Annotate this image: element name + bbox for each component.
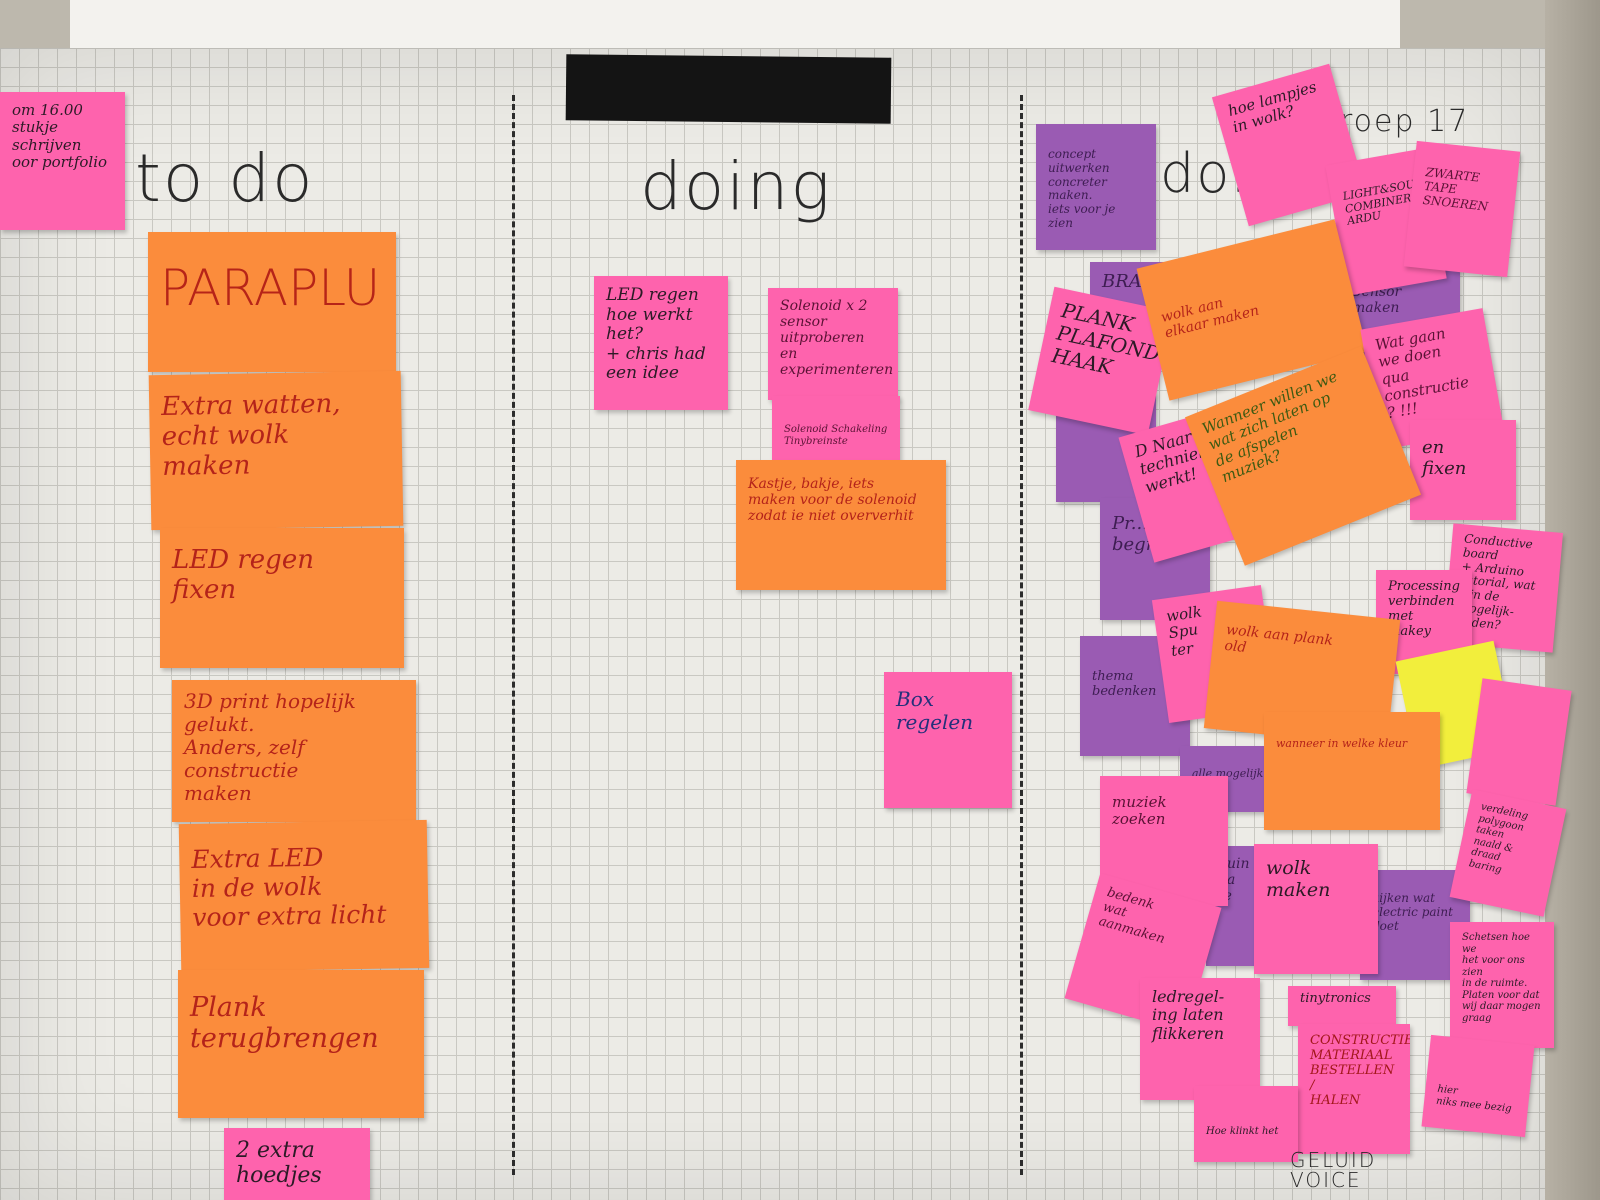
note-plank-terugbrengen: Plank terugbrengen — [178, 970, 424, 1118]
column-heading-todo: to do — [135, 140, 315, 217]
note-3d-print: 3D print hopelijk gelukt. Anders, zelf c… — [172, 680, 416, 822]
note-bottom-small: hier niks mee bezig — [1421, 1034, 1535, 1138]
note-fixen: en fixen — [1410, 420, 1516, 520]
note-solenoid: Solenoid x 2 sensor uitproberen en exper… — [768, 288, 898, 400]
note-extra-led: Extra LED in de wolk voor extra licht — [178, 819, 430, 973]
group-label: roep 17 — [1340, 104, 1470, 139]
column-divider-1 — [512, 95, 515, 1175]
note-zwarte-tape: ZWARTE TAPE SNOEREN — [1403, 140, 1521, 278]
note-box-regelen: Box regelen — [884, 672, 1012, 808]
black-tape — [565, 54, 892, 124]
note-hoe-klinkt: Hoe klinkt het — [1194, 1086, 1298, 1162]
note-wolk-maken: wolk maken — [1254, 844, 1378, 974]
note-pink-right-edge — [1466, 678, 1572, 806]
note-paraplu: PARAPLU — [148, 232, 396, 372]
note-kastje: Kastje, bakje, iets maken voor de soleno… — [736, 460, 946, 590]
note-led-regen-fixen: LED regen fixen — [160, 528, 404, 668]
note-extra-watten: Extra watten, echt wolk maken — [148, 370, 404, 531]
note-led-regen-doing: LED regen hoe werkt het? + chris had een… — [594, 276, 728, 410]
column-heading-doing: doing — [640, 148, 833, 225]
note-ledregel: ledregel- ing laten flikkeren — [1140, 978, 1260, 1100]
note-extra-hoedjes: 2 extra hoedjes — [224, 1128, 370, 1200]
note-schetsen: Schetsen hoe we het voor ons zien in de … — [1450, 922, 1554, 1048]
note-constructie: CONSTRUCTIE MATERIAAL BESTELLEN / HALEN — [1298, 1024, 1410, 1154]
column-divider-2 — [1020, 95, 1023, 1175]
note-tinytronics: tinytronics — [1288, 986, 1396, 1026]
note-wanneer-licht: wanneer in welke kleur — [1264, 712, 1440, 830]
label-geluid-voice: GELUID VOICE — [1290, 1148, 1377, 1192]
note-concept: concept uitwerken concreter maken. iets … — [1036, 124, 1156, 250]
note-top-left: om 16.00 stukje schrijven oor portfolio — [0, 92, 125, 230]
